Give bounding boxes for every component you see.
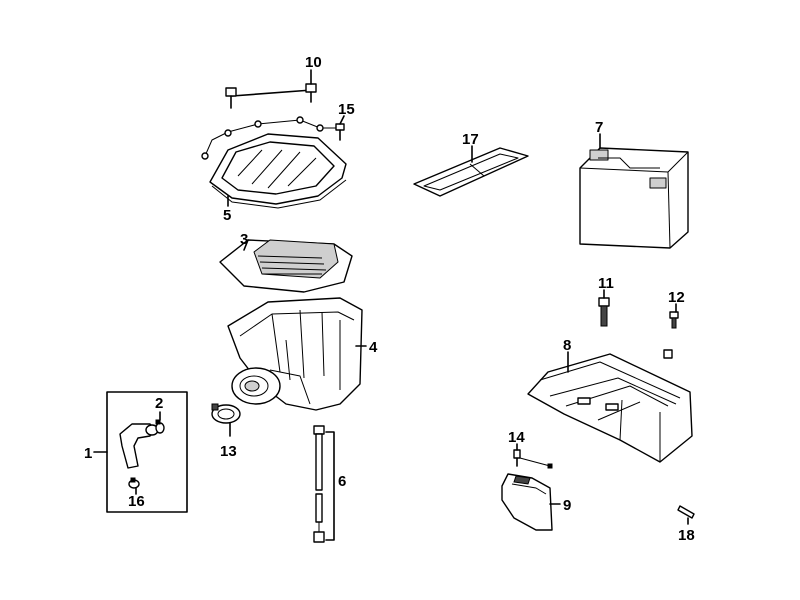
part-15-bolts — [201, 116, 345, 160]
part-1-assembly-box — [106, 391, 188, 513]
leader-15 — [339, 115, 345, 125]
callout-6: 6 — [338, 473, 346, 490]
part-17-gasket — [413, 147, 529, 197]
callout-1: 1 — [84, 445, 92, 462]
part-4-airbox-housing — [227, 297, 363, 411]
part-3-filter — [219, 239, 353, 293]
part-16-clip — [128, 477, 140, 489]
callout-4: 4 — [369, 339, 378, 356]
part-1-hose — [119, 423, 159, 469]
part-5-airbox-cover — [209, 133, 347, 209]
callout-2: 2 — [155, 395, 163, 412]
callout-16: 16 — [128, 493, 145, 510]
part-9-cover — [501, 473, 553, 531]
leader-3 — [243, 239, 249, 251]
part-8-battery-tray — [527, 349, 693, 463]
callout-11: 11 — [598, 275, 614, 292]
callout-15: 15 — [338, 101, 355, 118]
part-2-clip — [155, 419, 165, 434]
part-11-bolt — [598, 297, 610, 327]
callout-5: 5 — [223, 207, 231, 224]
callout-3: 3 — [240, 231, 248, 248]
callout-8: 8 — [563, 337, 571, 354]
part-12-screw — [669, 311, 679, 329]
part-6-drain-tube — [313, 425, 325, 543]
part-14-screw — [513, 449, 553, 469]
callout-9: 9 — [563, 497, 571, 514]
part-7-battery — [579, 147, 689, 249]
callout-12: 12 — [668, 289, 685, 306]
callout-10: 10 — [305, 54, 322, 71]
callout-14: 14 — [508, 429, 525, 446]
part-13-clamp — [211, 403, 241, 424]
part-10-screw — [225, 83, 317, 109]
callout-13: 13 — [220, 443, 237, 460]
callout-7: 7 — [595, 119, 603, 136]
part-18-pin — [677, 505, 695, 519]
callout-18: 18 — [678, 527, 695, 544]
callout-17: 17 — [462, 131, 479, 148]
leader-6-bracket — [325, 431, 335, 541]
